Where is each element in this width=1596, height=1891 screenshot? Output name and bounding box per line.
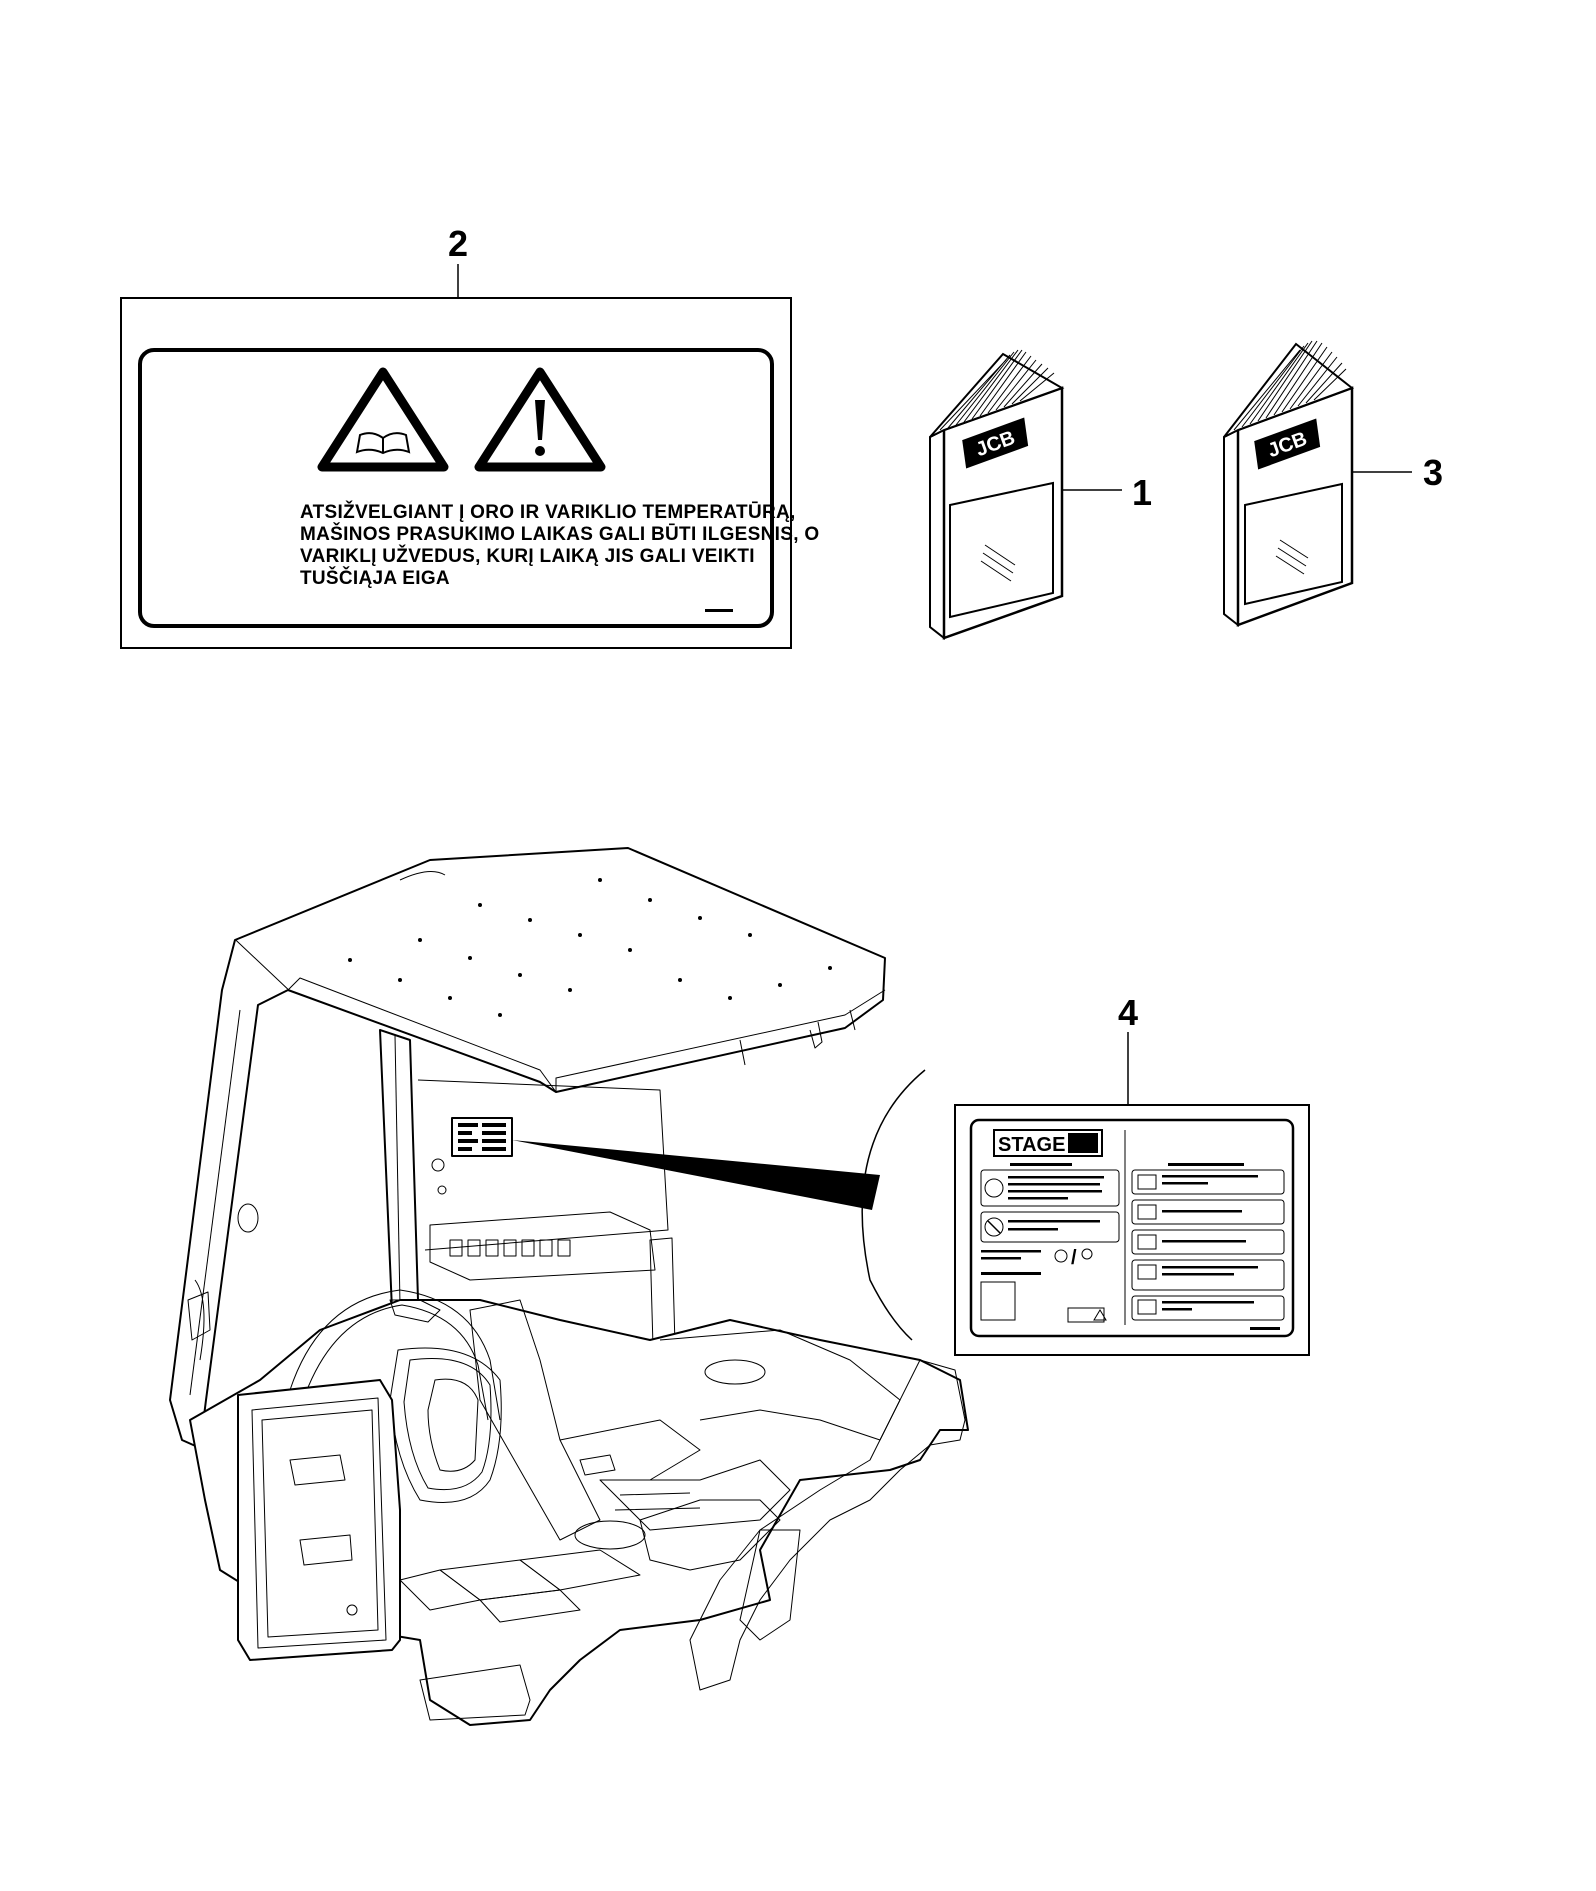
callout-4: 4 [1118, 992, 1138, 1033]
stage-decal-part-code [1250, 1327, 1280, 1330]
callout-2: 2 [448, 223, 468, 264]
stage-decal-row [980, 1211, 1120, 1243]
callout-3: 3 [1423, 452, 1443, 493]
warning-decal: 2 ATSIŽVELGIANT Į ORO IR VARIKLIO TEMPER… [120, 223, 819, 649]
operator-manual-3: JCB 3 [1223, 340, 1443, 628]
warning-text-line-4: TUŠČIĄJA EIGA [300, 567, 450, 589]
front-frame [237, 1379, 401, 1661]
cab-illustration [169, 847, 969, 1726]
stage-decal-row [1131, 1169, 1285, 1195]
stage-decal-row [980, 1169, 1120, 1207]
stage-v-decal: 4 STAGE V / [512, 992, 1310, 1356]
operator-manual-1: JCB 1 [929, 349, 1152, 641]
warning-text-line-1: ATSIŽVELGIANT Į ORO IR VARIKLIO TEMPERAT… [300, 501, 796, 523]
svg-text:/: / [1071, 1247, 1077, 1269]
serial-number-box [980, 1281, 1016, 1321]
cab-roof [234, 847, 886, 1093]
warning-text-line-2: MAŠINOS PRASUKIMO LAIKAS GALI BŪTI ILGES… [300, 523, 819, 545]
detail-arc [861, 1069, 926, 1341]
warning-text-line-3: VARIKLĮ UŽVEDUS, KURĮ LAIKĄ JIS GALI VEI… [300, 545, 755, 567]
stage-decal-row [1131, 1259, 1285, 1291]
decal-part-code [705, 609, 733, 612]
callout-1: 1 [1132, 472, 1152, 513]
stage-decal-row [1131, 1295, 1285, 1321]
read-manual-icon [317, 367, 449, 472]
decal-inner-border [138, 348, 774, 628]
stage-decal-inner [969, 1118, 1295, 1338]
stage-decal-row [1131, 1199, 1285, 1225]
warning-exclamation-icon [474, 367, 606, 472]
detail-pointer [512, 1140, 880, 1210]
stage-decal-row [1131, 1229, 1285, 1255]
svg-text:STAGE V: STAGE V [998, 1134, 1085, 1156]
stage-v-title: STAGE V [993, 1129, 1103, 1157]
